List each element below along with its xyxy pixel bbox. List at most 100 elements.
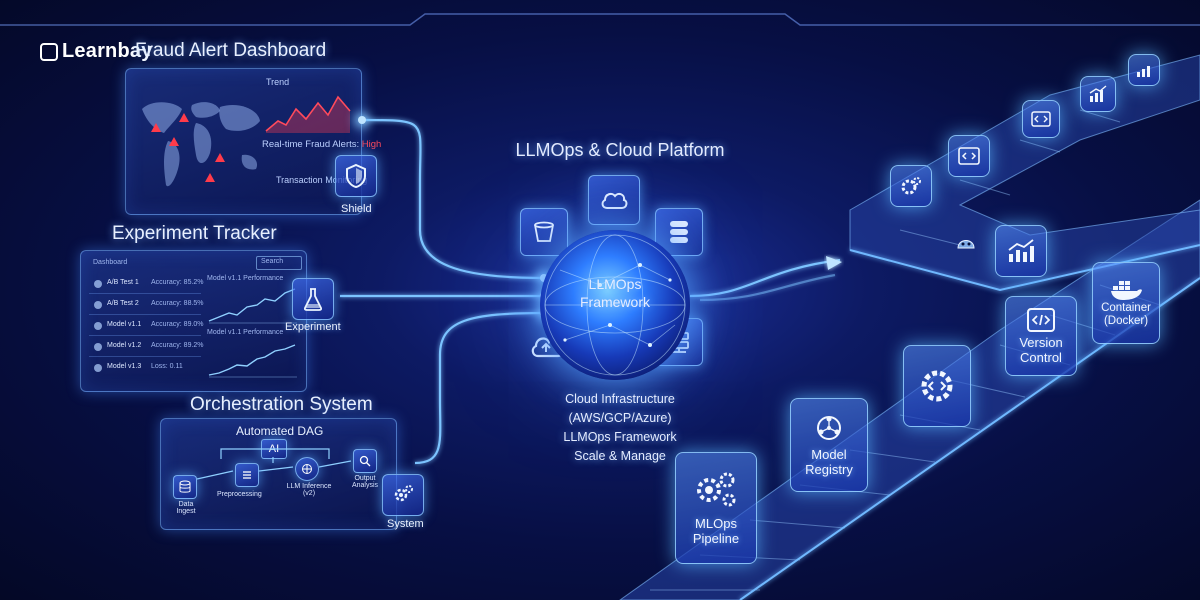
bar-chart-icon xyxy=(1137,66,1150,77)
row-avatar-icons xyxy=(94,280,102,372)
table-row[interactable]: Model v1.2 Accuracy: 89.2% xyxy=(89,338,204,357)
growth-chart-icon xyxy=(1008,239,1034,262)
search-placeholder: Search xyxy=(261,258,284,265)
network-icon xyxy=(817,416,841,440)
bucket-icon xyxy=(534,221,554,242)
flask-icon xyxy=(303,288,323,311)
row-metric: Loss: 0.11 xyxy=(151,363,183,370)
upper-stage-code-2[interactable] xyxy=(1022,100,1060,138)
gears-icon xyxy=(697,472,736,507)
upper-stage-code[interactable] xyxy=(948,135,990,177)
table-row[interactable]: Model v1.1 Accuracy: 89.0% xyxy=(89,317,204,336)
monitoring-label: Transaction Monitoring xyxy=(276,175,368,185)
list-icon xyxy=(235,463,259,487)
row-metric: Accuracy: 85.2% xyxy=(151,279,204,286)
brain-icon xyxy=(295,457,319,481)
pipeline-stage-registry[interactable]: Model Registry xyxy=(790,398,868,492)
fraud-alert-panel: Trend Real-time Fraud Alerts: High Trans… xyxy=(125,68,381,215)
alerts-text: Real-time Fraud Alerts: xyxy=(262,139,360,150)
row-name: Model v1.2 xyxy=(107,342,142,349)
dag-title: Automated DAG xyxy=(236,424,324,438)
platform-title: LLMOps & Cloud Platform xyxy=(515,140,725,160)
tracker-header: Dashboard xyxy=(93,259,128,266)
desc-line: (AWS/GCP/Azure) xyxy=(568,411,672,425)
code-icon xyxy=(1031,111,1051,127)
upper-stage-chart[interactable] xyxy=(1080,76,1116,112)
globe-line-2: Framework xyxy=(579,294,650,310)
system-label: System xyxy=(387,518,424,530)
flask-icon-box[interactable] xyxy=(292,278,334,320)
chart2-title: Model v1.1 Performance xyxy=(207,329,284,336)
fraud-panel-title: Fraud Alert Dashboard xyxy=(135,40,327,61)
row-metric: Accuracy: 89.2% xyxy=(151,342,204,349)
dag-step-label: Preprocessing xyxy=(217,491,262,498)
world-map xyxy=(142,102,260,187)
globe-label: LLMOps Framework xyxy=(560,275,670,311)
logo-mark-icon xyxy=(40,42,58,61)
gear-icon xyxy=(901,177,921,195)
brand-logo: Learnbay xyxy=(40,40,153,63)
globe-line-1: LLMOps xyxy=(588,276,642,292)
bucket-icon-box xyxy=(520,208,568,256)
pipeline-stage-code-gear[interactable] xyxy=(903,345,971,427)
row-name: Model v1.1 xyxy=(107,321,142,328)
desc-line: Scale & Manage xyxy=(574,449,666,463)
gear-icon xyxy=(394,485,413,502)
shield-label: Shield xyxy=(341,203,372,215)
brand-name: Learnbay xyxy=(62,40,153,62)
pipeline-stage-version-control[interactable]: Version Control xyxy=(1005,296,1077,376)
row-name: Model v1.3 xyxy=(107,363,142,370)
row-metric: Accuracy: 89.0% xyxy=(151,321,204,328)
shield-icon-box[interactable] xyxy=(335,155,377,197)
top-frame xyxy=(0,13,1200,26)
pipeline-stage-container[interactable]: Container (Docker) xyxy=(1092,262,1160,344)
trend-chart xyxy=(265,95,351,133)
globe-network-lines xyxy=(544,234,686,376)
row-name: A/B Test 2 xyxy=(107,300,139,307)
pipeline-stage-mlops[interactable]: MLOps Pipeline xyxy=(675,452,757,564)
docker-icon xyxy=(1111,281,1142,300)
search-icon xyxy=(353,449,377,473)
gear-icon-box[interactable] xyxy=(382,474,424,516)
dag-step-label: Output Analysis xyxy=(351,475,379,489)
database-icon xyxy=(173,475,197,499)
alerts-level: High xyxy=(361,139,382,150)
bar-chart-icon xyxy=(1089,85,1107,102)
orchestration-panel-title: Orchestration System xyxy=(190,394,373,415)
trend-label: Trend xyxy=(266,77,290,87)
code-icon xyxy=(958,147,980,165)
upper-stage-chart-2[interactable] xyxy=(1128,54,1160,86)
desc-line: Cloud Infrastructure xyxy=(565,392,675,406)
code-gear-icon xyxy=(921,370,953,402)
row-metric: Accuracy: 88.5% xyxy=(151,300,204,307)
dag-connectors xyxy=(196,448,352,480)
shield-icon xyxy=(346,163,366,189)
experiment-label: Experiment xyxy=(285,321,341,333)
dag-step-label: Data Ingest xyxy=(176,501,196,515)
experiment-tracker-panel: Dashboard Search A/B Test 1 Accuracy: 85… xyxy=(80,250,307,392)
dag-step-label: LLM Inference (v2) xyxy=(286,483,332,497)
desc-line: LLMOps Framework xyxy=(563,430,677,444)
upper-stage-growth[interactable] xyxy=(995,225,1047,277)
table-row[interactable]: A/B Test 1 Accuracy: 85.2% xyxy=(89,275,204,294)
alerts-label: Real-time Fraud Alerts: High xyxy=(262,139,381,150)
wire-node xyxy=(358,116,366,124)
tracker-search-input[interactable]: Search xyxy=(256,256,302,270)
row-name: A/B Test 1 xyxy=(107,279,139,286)
database-stack-icon xyxy=(670,221,688,243)
platform-description: Cloud Infrastructure (AWS/GCP/Azure) LLM… xyxy=(510,390,730,466)
orchestration-panel: Automated DAG AI Data Ingest Preprocessi… xyxy=(160,418,397,530)
robot-head-icon xyxy=(955,232,977,250)
cloud-icon xyxy=(601,192,628,209)
table-row[interactable]: A/B Test 2 Accuracy: 88.5% xyxy=(89,296,204,315)
stage-label: MLOps Pipeline xyxy=(692,516,740,546)
stage-label: Model Registry xyxy=(805,447,853,477)
upper-stage-gear[interactable] xyxy=(890,165,932,207)
cloud-icon-box xyxy=(588,175,640,225)
performance-chart-1 xyxy=(208,288,297,324)
stage-label: Container (Docker) xyxy=(1101,302,1151,327)
stage-label: Version Control xyxy=(1019,335,1063,365)
code-icon xyxy=(1027,308,1055,332)
table-row[interactable]: Model v1.3 Loss: 0.11 xyxy=(89,359,201,377)
